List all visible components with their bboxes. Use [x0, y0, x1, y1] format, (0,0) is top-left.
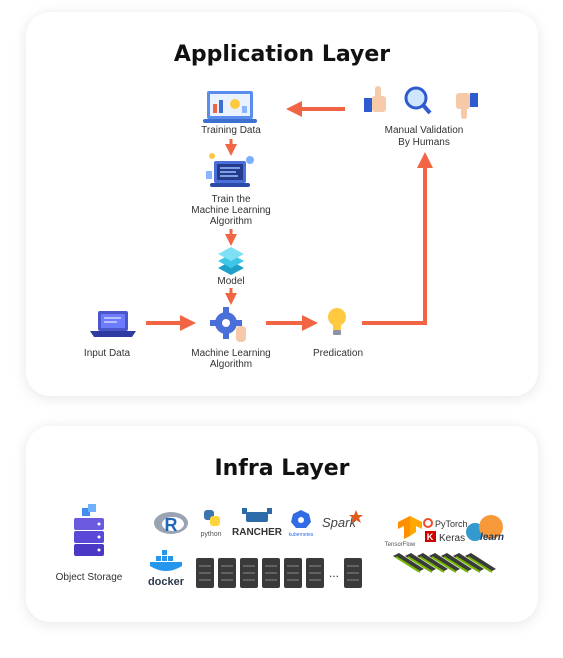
prediction-lightbulb-icon — [328, 308, 346, 335]
keras-logo-icon — [425, 531, 436, 542]
model-label: Model — [217, 276, 245, 287]
r-logo-icon — [154, 512, 188, 534]
manual-validation-label-line1: Manual Validation — [384, 125, 464, 136]
thumbs-up-icon — [364, 86, 386, 112]
rancher-logo-text: RANCHER — [232, 527, 283, 538]
model-icon — [218, 247, 244, 275]
input-data-icon — [90, 311, 136, 337]
kubernetes-logo-text: kubernetes — [289, 532, 314, 538]
prediction-label: Predication — [312, 348, 364, 359]
python-logo-icon — [204, 510, 220, 526]
object-storage-label: Object Storage — [55, 572, 123, 583]
gpu-cards-icon — [393, 553, 496, 573]
thumbs-down-icon — [456, 93, 478, 119]
sklearn-logo-icon — [466, 515, 503, 541]
input-data-label: Input Data — [83, 348, 131, 359]
server-ellipsis: ... — [329, 566, 339, 580]
svg-text:K: K — [427, 532, 434, 542]
spark-star-icon — [349, 510, 363, 523]
arrow-prediction-to-validation — [362, 152, 433, 325]
pytorch-logo-icon — [423, 518, 433, 528]
magnifier-icon — [404, 86, 432, 115]
train-algorithm-icon — [206, 153, 254, 187]
ml-algorithm-label-line2: Algorithm — [209, 359, 253, 370]
rancher-logo-icon — [242, 508, 272, 522]
kubernetes-logo-icon — [291, 510, 311, 528]
training-data-label: Training Data — [201, 125, 261, 136]
pytorch-logo-text: PyTorch — [435, 519, 468, 529]
tensorflow-logo-text: TensorFlow — [385, 542, 416, 548]
train-algorithm-label-line1: Train the — [211, 194, 251, 205]
docker-logo-icon — [150, 550, 182, 571]
python-logo-text: python — [200, 531, 221, 538]
infra-layer-card: Infra Layer — [26, 426, 538, 622]
spark-logo-text: Spark — [322, 515, 357, 530]
infra-layer-title: Infra Layer — [214, 456, 350, 481]
train-algorithm-label-line2: Machine Learning — [191, 205, 271, 216]
docker-logo-text: docker — [148, 576, 185, 588]
object-storage-icon — [74, 504, 104, 556]
train-algorithm-label-line3: Algorithm — [209, 216, 253, 227]
keras-logo-text: Keras — [439, 533, 465, 544]
sklearn-logo-text: learn — [480, 532, 504, 543]
ml-algorithm-label-line1: Machine Learning — [191, 348, 271, 359]
r-logo-text: R — [165, 515, 178, 535]
tensorflow-logo-icon — [398, 516, 422, 539]
training-data-icon — [203, 91, 257, 123]
application-layer-title: Application Layer — [173, 42, 391, 67]
manual-validation-label-line2: By Humans — [398, 137, 450, 148]
ml-algorithm-gear-icon — [210, 307, 246, 342]
